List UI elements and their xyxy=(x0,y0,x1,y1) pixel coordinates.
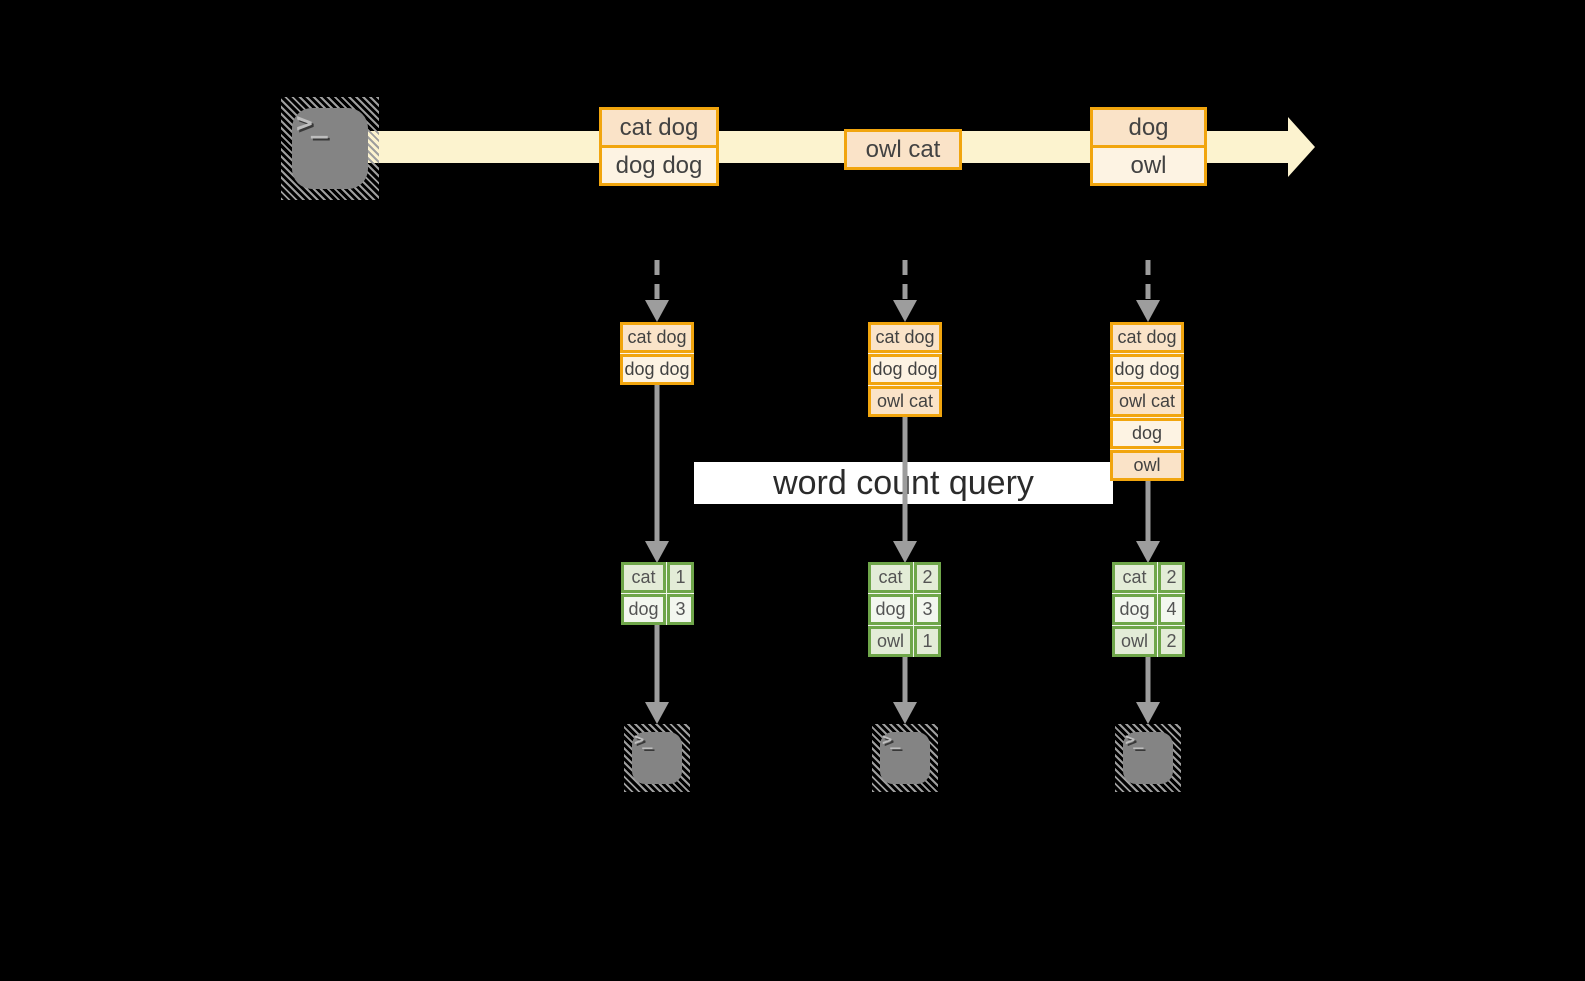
count-cell: 2 xyxy=(1158,562,1185,593)
word-cell: owl xyxy=(1112,626,1157,657)
word-cell: dog xyxy=(1112,594,1157,625)
query-arrow-2 xyxy=(893,413,917,563)
terminal-prompt-glyph: >_ xyxy=(296,106,328,139)
input-table-3: cat dog dog dog owl cat dog owl xyxy=(1110,322,1184,481)
word-cell: cat xyxy=(1112,562,1157,593)
dashed-down-arrow-1 xyxy=(645,260,669,322)
dashed-down-arrow-3 xyxy=(1136,260,1160,322)
output-arrow-2 xyxy=(893,654,917,724)
stream-record: dog xyxy=(1090,107,1207,148)
stream-batch-2: owl cat xyxy=(844,129,962,170)
dashed-down-arrow-2 xyxy=(893,260,917,322)
count-cell: 1 xyxy=(667,562,694,593)
stream-record: owl xyxy=(1090,145,1207,186)
input-row: owl xyxy=(1110,450,1184,481)
count-cell: 3 xyxy=(914,594,941,625)
terminal-prompt-glyph: >_ xyxy=(1125,730,1144,750)
input-row: dog dog xyxy=(1110,354,1184,385)
word-cell: cat xyxy=(621,562,666,593)
stream-arrow-head-icon xyxy=(1288,117,1315,177)
output-terminal-icon-1: >_ xyxy=(624,724,690,792)
terminal-body xyxy=(1123,732,1173,784)
stream-record: cat dog xyxy=(599,107,719,148)
output-arrow-1 xyxy=(645,622,669,724)
source-terminal-icon: >_ xyxy=(281,97,379,200)
terminal-prompt-glyph: >_ xyxy=(882,730,901,750)
output-arrow-3 xyxy=(1136,654,1160,724)
word-cell: dog xyxy=(621,594,666,625)
terminal-body xyxy=(632,732,682,784)
count-cell: 2 xyxy=(1158,626,1185,657)
input-row: cat dog xyxy=(620,322,694,353)
stream-record: dog dog xyxy=(599,145,719,186)
stream-batch-3: dog owl xyxy=(1090,107,1207,186)
count-cell: 4 xyxy=(1158,594,1185,625)
word-cell: owl xyxy=(868,626,913,657)
result-table-3: cat 2 dog 4 owl 2 xyxy=(1112,562,1185,657)
output-terminal-icon-2: >_ xyxy=(872,724,938,792)
input-table-2: cat dog dog dog owl cat xyxy=(868,322,942,417)
terminal-body xyxy=(880,732,930,784)
input-row: owl cat xyxy=(1110,386,1184,417)
word-cell: cat xyxy=(868,562,913,593)
count-cell: 3 xyxy=(667,594,694,625)
input-row: dog xyxy=(1110,418,1184,449)
query-arrow-1 xyxy=(645,381,669,563)
result-table-2: cat 2 dog 3 owl 1 xyxy=(868,562,941,657)
word-cell: dog xyxy=(868,594,913,625)
count-cell: 1 xyxy=(914,626,941,657)
terminal-body xyxy=(292,108,368,189)
input-row: cat dog xyxy=(868,322,942,353)
input-table-1: cat dog dog dog xyxy=(620,322,694,385)
count-cell: 2 xyxy=(914,562,941,593)
query-arrow-3 xyxy=(1136,477,1160,563)
stream-batch-1: cat dog dog dog xyxy=(599,107,719,186)
input-row: owl cat xyxy=(868,386,942,417)
input-row: dog dog xyxy=(868,354,942,385)
input-row: cat dog xyxy=(1110,322,1184,353)
result-table-1: cat 1 dog 3 xyxy=(621,562,694,625)
stream-record: owl cat xyxy=(844,129,962,170)
input-row: dog dog xyxy=(620,354,694,385)
terminal-prompt-glyph: >_ xyxy=(634,730,653,750)
output-terminal-icon-3: >_ xyxy=(1115,724,1181,792)
